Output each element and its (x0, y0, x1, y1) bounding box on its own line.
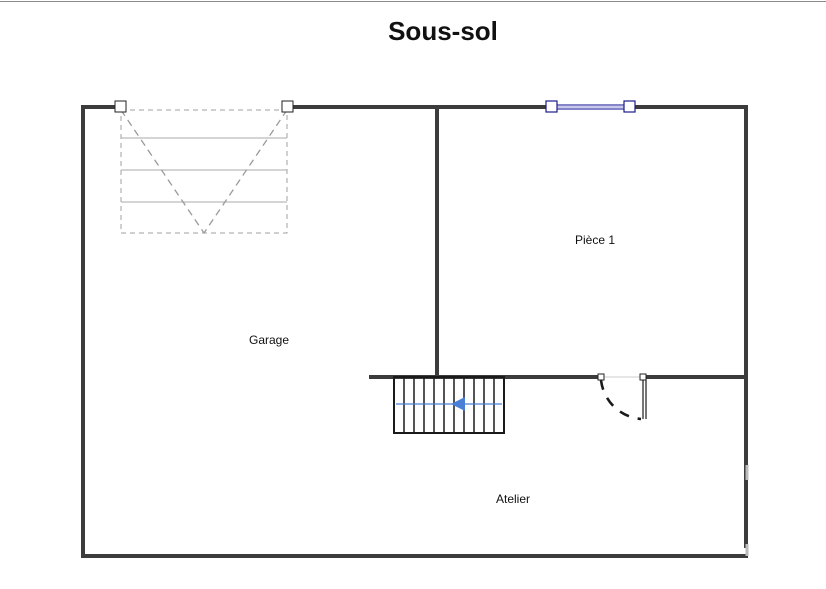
garage-door-handle-left (114, 100, 127, 113)
top-border-line (0, 1, 826, 2)
garage-door-handle-right (281, 100, 294, 113)
staircase-arrow-icon (451, 397, 465, 411)
door (597, 373, 647, 421)
window (545, 100, 636, 113)
door-hinge-right (639, 373, 647, 381)
page-title: Sous-sol (388, 16, 498, 46)
window-handle-left (545, 100, 558, 113)
door-hinge-left (597, 373, 605, 381)
garage-door-frame (120, 109, 288, 234)
outer-walls (81, 105, 748, 558)
window-handle-right (623, 100, 636, 113)
interior-walls (369, 107, 746, 379)
stair-treads (403, 377, 495, 433)
garage-door-diagonal-right (203, 109, 288, 234)
door-swing-arc (599, 379, 642, 421)
room-label-atelier: Atelier (496, 492, 530, 506)
garage-door (114, 100, 294, 234)
garage-door-diagonal-left (120, 109, 205, 234)
staircase-outline (393, 376, 505, 434)
room-label-piece1: Pièce 1 (575, 233, 615, 247)
room-label-garage: Garage (249, 333, 289, 347)
staircase (393, 376, 505, 434)
